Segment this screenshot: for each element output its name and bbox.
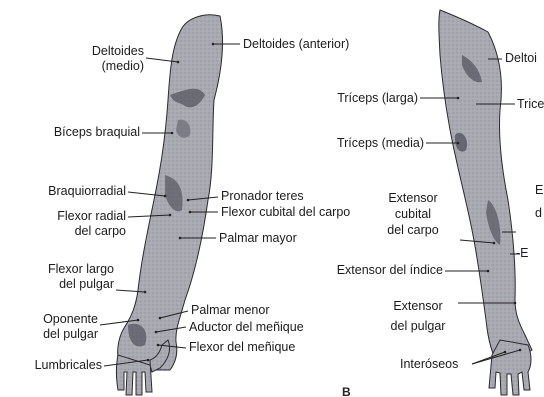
label-flexor-radial-carpo: Flexor radial del carpo	[20, 209, 126, 239]
label-right-cut-3: -E	[516, 246, 529, 261]
label-oponente-pulgar: Oponente del pulgar	[10, 312, 98, 342]
label-deltoides-anterior: Deltoides (anterior)	[243, 37, 349, 52]
label-extensor-pulgar: Extensor del pulgar	[380, 296, 456, 336]
label-flexor-menique: Flexor del meñique	[189, 340, 295, 355]
label-triceps-larga: Tríceps (larga)	[310, 91, 418, 106]
right-arm	[439, 10, 532, 395]
figure-letter: B	[342, 385, 351, 397]
label-aductor-menique: Aductor del meñique	[189, 320, 304, 335]
label-flexor-largo-pulgar: Flexor largo del pulgar	[10, 262, 114, 292]
label-deltoides-medio: Deltoides (medio)	[52, 44, 144, 74]
label-interoseos: Interóseos	[400, 357, 458, 372]
label-lumbricales: Lumbricales	[10, 358, 102, 373]
label-right-cut-2: d	[535, 206, 542, 221]
label-extensor-cubital-carpo: Extensor cubital del carpo	[378, 190, 448, 238]
label-right-cut-1: E	[535, 183, 543, 198]
label-palmar-menor: Palmar menor	[191, 303, 270, 318]
label-triceps-right: Trice	[517, 97, 544, 112]
label-deltoides-right: Deltoi	[505, 51, 537, 66]
right-hand	[489, 340, 531, 395]
label-biceps-braquial: Bíceps braquial	[20, 125, 140, 140]
label-triceps-media: Tríceps (media)	[310, 136, 424, 151]
label-palmar-mayor: Palmar mayor	[219, 231, 297, 246]
label-pronador-teres: Pronador teres	[221, 189, 304, 204]
label-flexor-cubital-carpo: Flexor cubital del carpo	[221, 205, 350, 220]
label-extensor-indice: Extensor del índice	[300, 263, 443, 278]
label-braquiorradial: Braquiorradial	[20, 184, 126, 199]
